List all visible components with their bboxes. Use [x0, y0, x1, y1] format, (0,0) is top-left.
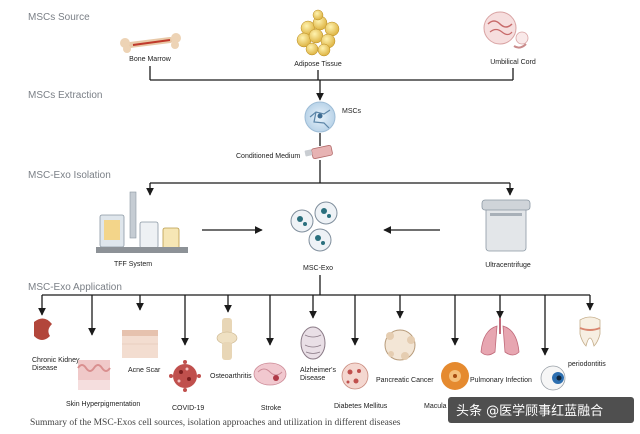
- mscs-cell-icon: [304, 101, 336, 133]
- conditioned-medium-label: Conditioned Medium: [236, 153, 300, 160]
- bone-marrow-label: Bone Marrow: [129, 56, 172, 63]
- diabetes-pancreas-cells-icon: [341, 362, 369, 390]
- section-application-title: MSC-Exo Application: [28, 282, 122, 293]
- ultracentrifuge-label: Ultracentrifuge: [485, 262, 531, 269]
- application-arrows: [38, 295, 594, 356]
- pancreatic-cancer-cell-icon: [384, 329, 416, 361]
- acne-scar-label: Acne Scar: [128, 367, 161, 374]
- umbilical-cord-label: Umbilical Cord: [490, 59, 536, 66]
- stroke-label: Stroke: [261, 405, 281, 412]
- acne-scar-icon: [122, 330, 158, 358]
- lungs-icon: [480, 318, 520, 356]
- section-isolation-title: MSC-Exo Isolation: [28, 170, 111, 181]
- mscs-label: MSCs: [342, 108, 362, 115]
- tooth-icon: [579, 316, 601, 347]
- ultracentrifuge-icon: [481, 199, 531, 252]
- periodontitis-label: periodontitis: [568, 361, 606, 368]
- section-source-title: MSCs Source: [28, 12, 90, 23]
- macula-label: Macula: [424, 403, 447, 410]
- ckd-label-line1: Chronic Kidney: [32, 357, 80, 364]
- eye-icon: [540, 365, 566, 391]
- umbilical-cord-icon: [483, 11, 529, 49]
- figure-caption: Summary of the MSC-Exos cell sources, is…: [30, 417, 401, 428]
- bone-marrow-icon: [120, 33, 181, 53]
- covid-virus-icon: [169, 360, 201, 392]
- section-extraction-title: MSCs Extraction: [28, 90, 102, 101]
- msc-exo-vesicles-icon: [290, 201, 338, 252]
- alzheimers-label-line1: Alzheimer's: [300, 367, 336, 374]
- adipose-tissue-label: Adipose Tissue: [294, 61, 342, 68]
- watermark-background: [448, 397, 634, 423]
- alzheimers-label-line2: Disease: [300, 375, 325, 382]
- osteoarthritis-label: Osteoarthritis: [210, 373, 252, 380]
- ckd-label-line2: Disease: [32, 365, 57, 372]
- macula-eye-icon: [441, 362, 469, 390]
- tff-system-icon: [96, 191, 188, 253]
- skin-icon: [77, 360, 111, 390]
- pulmonary-infection-label: Pulmonary Infection: [470, 377, 532, 384]
- msc-exo-label: MSC-Exo: [303, 265, 333, 272]
- knee-joint-icon: [216, 318, 238, 360]
- conditioned-medium-flask-icon: [304, 145, 333, 159]
- diabetes-label: Diabetes Mellitus: [334, 403, 388, 410]
- alzheimers-brain-icon: [300, 326, 326, 360]
- covid-label: COVID-19: [172, 405, 204, 412]
- kidney-icon: [34, 318, 52, 340]
- skin-hyperpigmentation-label: Skin Hyperpigmentation: [66, 401, 140, 408]
- stroke-brain-icon: [253, 362, 287, 386]
- adipose-tissue-icon: [296, 9, 340, 57]
- tff-system-label: TFF System: [114, 261, 152, 268]
- pancreatic-cancer-label: Pancreatic Cancer: [376, 377, 434, 384]
- watermark-text: 头条 @医学顾事红蓝融合: [456, 403, 603, 419]
